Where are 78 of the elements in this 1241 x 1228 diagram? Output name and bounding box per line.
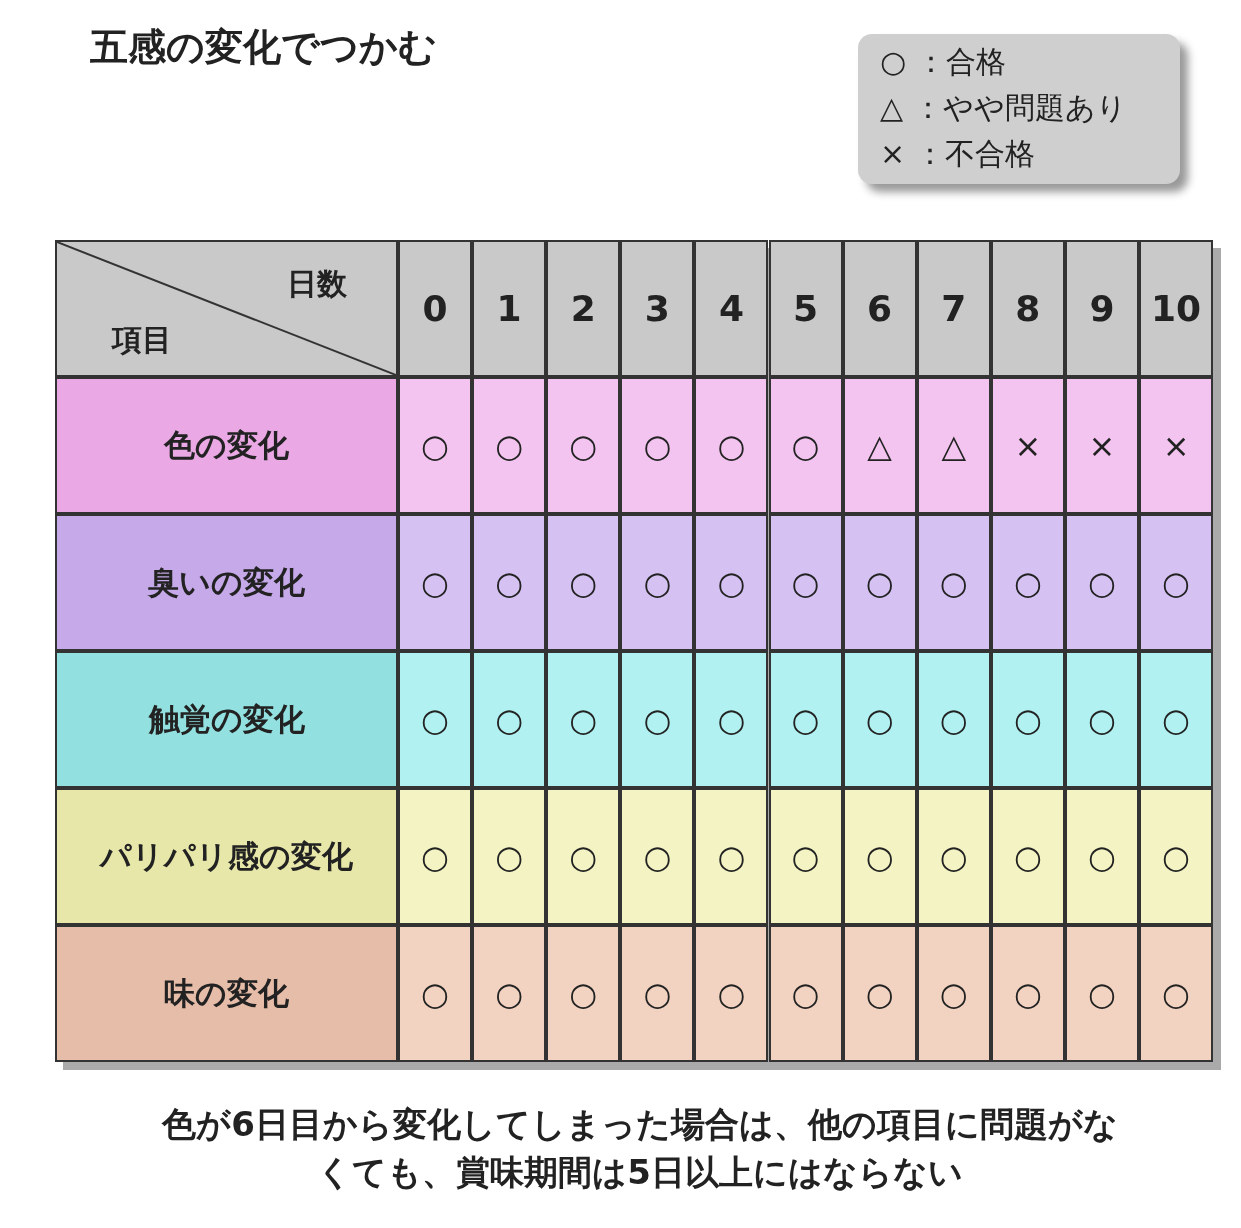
rating-cell: ○	[694, 514, 769, 651]
rating-cell: ○	[472, 377, 547, 514]
day-header-cell: 0	[398, 240, 473, 377]
rating-cell: ○	[1139, 651, 1214, 788]
rating-cell: ○	[916, 788, 991, 925]
rating-cell: ○	[768, 377, 843, 514]
day-header-cell: 9	[1064, 240, 1139, 377]
row-label-cell: パリパリ感の変化	[55, 788, 398, 925]
rating-cell: ○	[546, 514, 621, 651]
rating-cell: ○	[546, 377, 621, 514]
rating-cell: ○	[398, 651, 473, 788]
day-header-cell: 6	[842, 240, 917, 377]
rating-cell: ○	[398, 925, 473, 1062]
rating-cell: ○	[1064, 788, 1139, 925]
rating-cell: ○	[916, 651, 991, 788]
rating-cell: △	[916, 377, 991, 514]
rating-cell: ○	[1064, 651, 1139, 788]
day-header-cell: 1	[472, 240, 547, 377]
rating-cell: ○	[472, 651, 547, 788]
row-label-cell: 色の変化	[55, 377, 398, 514]
rating-cell: ○	[398, 377, 473, 514]
rating-cell: ○	[546, 788, 621, 925]
rating-cell: ○	[1139, 925, 1214, 1062]
rating-cell: ○	[1064, 925, 1139, 1062]
rating-cell: ○	[620, 788, 695, 925]
rating-cell: ○	[1139, 788, 1214, 925]
column-heading: 日数	[287, 265, 347, 303]
rating-cell: ×	[1064, 377, 1139, 514]
day-header-cell: 5	[768, 240, 843, 377]
rating-cell: ○	[694, 788, 769, 925]
rating-cell: ○	[1064, 514, 1139, 651]
rating-cell: ○	[472, 788, 547, 925]
legend-entry: × ：不合格	[880, 135, 1035, 173]
rating-cell: ○	[472, 514, 547, 651]
day-header-cell: 4	[694, 240, 769, 377]
rating-cell: ○	[620, 925, 695, 1062]
rating-cell: ○	[620, 514, 695, 651]
rating-cell: ○	[990, 514, 1065, 651]
rating-cell: ○	[620, 651, 695, 788]
rating-cell: ○	[842, 514, 917, 651]
day-header-cell: 10	[1139, 240, 1214, 377]
rating-cell: ○	[842, 925, 917, 1062]
caption: 色が6日目から変化してしまった場合は、他の項目に問題がなくても、賞味期間は5日以上にはならない	[160, 1103, 1119, 1194]
legend-entry: △ ：やや問題あり	[880, 89, 1127, 127]
row-label-cell: 触覚の変化	[55, 651, 398, 788]
rating-cell: ○	[398, 514, 473, 651]
rating-cell: ○	[694, 651, 769, 788]
day-header-cell: 2	[546, 240, 621, 377]
rating-cell: ○	[694, 377, 769, 514]
rating-cell: ×	[1139, 377, 1214, 514]
rating-cell: ○	[916, 514, 991, 651]
rating-cell: ○	[842, 788, 917, 925]
rating-cell: ○	[990, 651, 1065, 788]
row-label-cell: 臭いの変化	[55, 514, 398, 651]
day-header-cell: 7	[916, 240, 991, 377]
rating-cell: ○	[768, 925, 843, 1062]
row-heading: 項目	[112, 321, 172, 359]
rating-cell: ○	[990, 925, 1065, 1062]
rating-cell: △	[842, 377, 917, 514]
rating-cell: ○	[768, 514, 843, 651]
rating-cell: ○	[768, 788, 843, 925]
rating-cell: ○	[990, 788, 1065, 925]
rating-cell: ×	[990, 377, 1065, 514]
rating-cell: ○	[768, 651, 843, 788]
rating-cell: ○	[546, 925, 621, 1062]
rating-cell: ○	[842, 651, 917, 788]
rating-cell: ○	[546, 651, 621, 788]
rating-cell: ○	[472, 925, 547, 1062]
rating-cell: ○	[1139, 514, 1214, 651]
day-header-cell: 8	[990, 240, 1065, 377]
rating-cell: ○	[620, 377, 695, 514]
row-label-cell: 味の変化	[55, 925, 398, 1062]
title: 五感の変化でつかむ	[90, 24, 437, 71]
rating-cell: ○	[916, 925, 991, 1062]
day-header-cell: 3	[620, 240, 695, 377]
rating-cell: ○	[694, 925, 769, 1062]
rating-cell: ○	[398, 788, 473, 925]
legend-entry: ○ ：合格	[880, 43, 1006, 81]
